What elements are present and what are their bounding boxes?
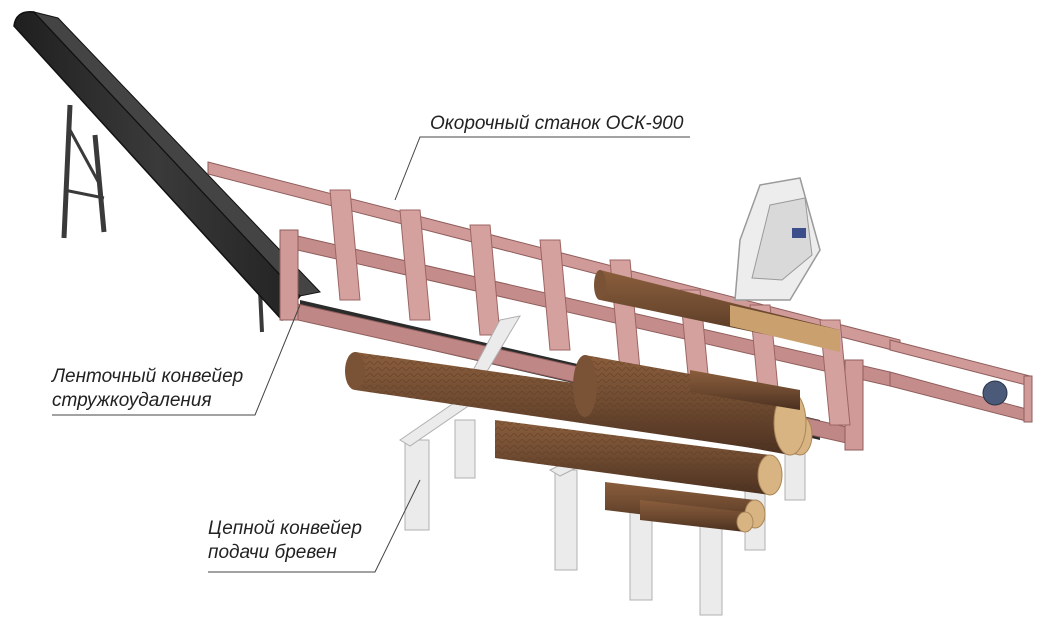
leader-debarker <box>394 136 690 201</box>
callout-debarker-line1: Окорочный станок ОСК-900 <box>430 113 684 134</box>
log-in-machine <box>594 270 840 352</box>
callout-chain-conveyor-line1: Цепной конвейер <box>208 518 362 539</box>
callout-belt-conveyor-line2: стружкоудаления <box>52 390 212 411</box>
debarking-rotor <box>734 177 821 301</box>
callout-debarker: Окорочный станок ОСК-900 <box>430 112 683 136</box>
inclined-conveyor <box>13 11 321 333</box>
callout-belt-conveyor: Ленточный конвейер стружкоудаления <box>52 365 243 413</box>
callout-belt-conveyor-line1: Ленточный конвейер <box>52 366 244 387</box>
callout-chain-conveyor-line2: подачи бревен <box>208 542 337 563</box>
leader-chain <box>208 479 421 573</box>
leader-belt <box>52 304 301 416</box>
callout-leader-lines <box>52 136 690 573</box>
callout-chain-conveyor: Цепной конвейер подачи бревен <box>208 517 362 565</box>
logs-on-conveyor <box>345 352 813 533</box>
